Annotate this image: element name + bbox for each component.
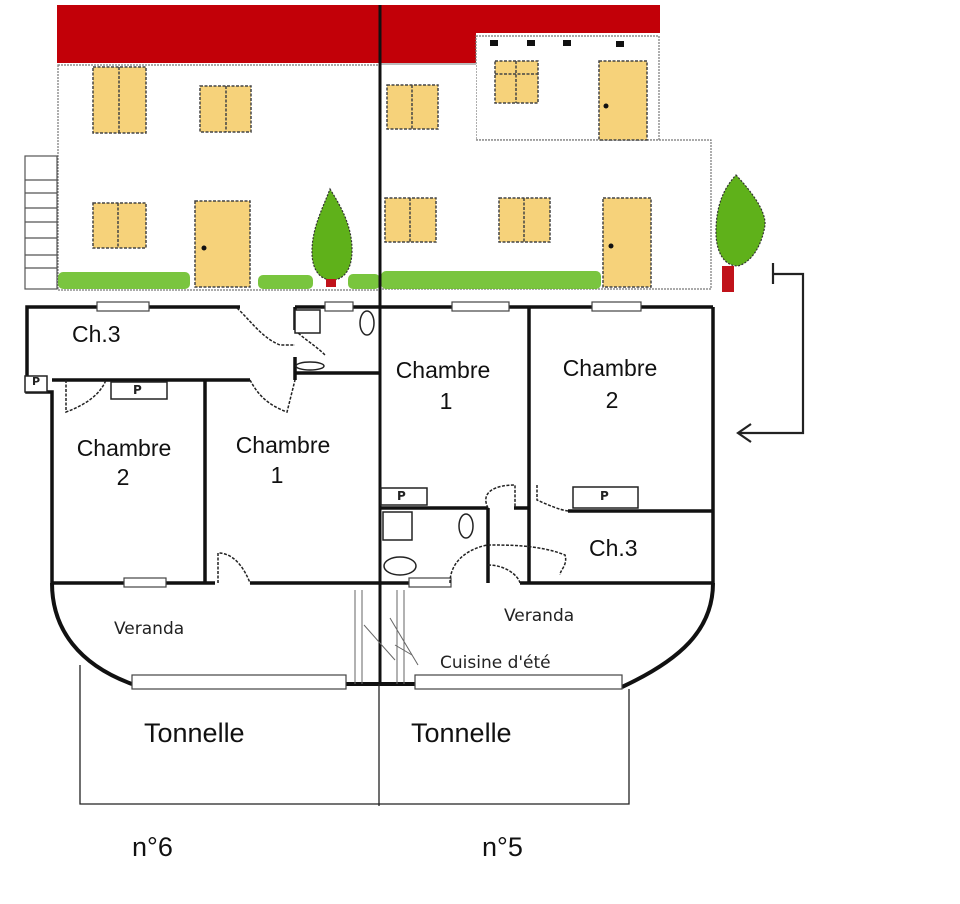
- summer-kitchen: [354, 590, 419, 684]
- room-label-chambre2-left: Chambre: [76, 435, 172, 461]
- room-label-chambre2-left-number: 2: [116, 464, 130, 490]
- room-label-tonnelle-left: Tonnelle: [144, 718, 245, 748]
- room-label-cuisine-ete: Cuisine d'été: [440, 653, 551, 673]
- roof-left: [57, 5, 380, 63]
- fixtures: [24, 309, 639, 576]
- room-label-veranda-left: Veranda: [114, 619, 185, 639]
- entry-arrow-icon: [736, 263, 805, 443]
- room-label-chambre1-left: Chambre: [235, 432, 331, 458]
- closet-label: P: [600, 489, 609, 503]
- tree-left: [311, 187, 353, 287]
- room-label-chambre2-right-number: 2: [605, 387, 619, 413]
- room-label-ch3-right: Ch.3: [589, 535, 638, 561]
- unit-number-right: n°5: [482, 832, 523, 862]
- grass: [58, 271, 601, 289]
- plan-windows: [96, 301, 642, 690]
- stairs: [24, 155, 58, 290]
- walls: [25, 305, 715, 689]
- room-label-chambre2-right: Chambre: [562, 355, 658, 381]
- facade-elevation: [24, 5, 766, 684]
- tonnelle-outline: [79, 665, 630, 806]
- tree-right: [715, 174, 766, 292]
- room-label-chambre1-left-number: 1: [270, 462, 284, 488]
- closet-label: P: [397, 489, 406, 503]
- room-label-chambre1-right: Chambre: [395, 357, 491, 383]
- room-label-tonnelle-right: Tonnelle: [411, 718, 512, 748]
- closet-label: P: [133, 383, 142, 397]
- room-label-chambre1-right-number: 1: [439, 388, 453, 414]
- roof-right-top: [380, 5, 660, 33]
- closet-label: P: [32, 375, 41, 388]
- unit-number-left: n°6: [132, 832, 173, 862]
- roof-right-step: [380, 33, 476, 63]
- door-swings: [65, 307, 569, 584]
- room-label-veranda-right: Veranda: [504, 606, 575, 626]
- room-label-ch3-left: Ch.3: [72, 321, 121, 347]
